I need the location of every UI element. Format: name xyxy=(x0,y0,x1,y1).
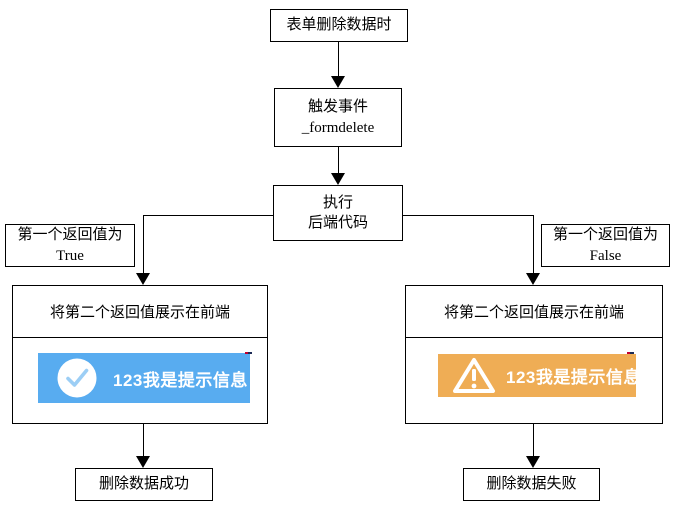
arrowhead-down-icon xyxy=(136,273,150,285)
result-title: 将第二个返回值展示在前端 xyxy=(406,286,662,338)
toast-warning: 123我是提示信息 xyxy=(438,354,640,397)
node-end-success: 删除数据成功 xyxy=(75,468,213,501)
arrowhead-down-icon xyxy=(136,456,150,468)
node-label-line2: _formdelete xyxy=(301,119,375,136)
arrowhead-down-icon xyxy=(331,76,345,88)
node-label: 表单删除数据时 xyxy=(286,17,392,34)
node-condition-false: 第一个返回值为 False xyxy=(541,224,670,267)
condition-label-line1: 第一个返回值为 xyxy=(552,227,658,244)
condition-label-line2: False xyxy=(589,247,622,264)
connector-branch-left-horizontal xyxy=(143,215,273,216)
node-trigger-event: 触发事件 _formdelete xyxy=(274,88,402,147)
arrowhead-down-icon xyxy=(331,173,345,185)
node-label-line1: 触发事件 xyxy=(307,99,368,116)
toast-success: 123我是提示信息 xyxy=(38,353,250,403)
node-end-failure: 删除数据失败 xyxy=(463,468,600,501)
connector-branch-right-vertical xyxy=(533,215,534,275)
toast-message: 123我是提示信息 xyxy=(506,368,641,387)
connector-branch-left-vertical xyxy=(143,215,144,275)
node-execute-backend: 执行 后端代码 xyxy=(273,185,403,241)
condition-label-line2: True xyxy=(56,247,84,264)
connector-left-end xyxy=(143,424,144,458)
node-label-line1: 执行 xyxy=(322,194,353,211)
warning-triangle-icon xyxy=(452,357,496,394)
node-condition-true: 第一个返回值为 True xyxy=(5,224,135,267)
condition-label-line1: 第一个返回值为 xyxy=(17,227,123,244)
connector-right-end xyxy=(533,424,534,458)
toast-message: 123我是提示信息 xyxy=(113,370,248,390)
node-label: 删除数据成功 xyxy=(98,476,189,493)
arrowhead-down-icon xyxy=(526,456,540,468)
toast-corner-mark xyxy=(627,352,634,354)
connector-start-trigger xyxy=(338,42,339,78)
connector-trigger-execute xyxy=(338,147,339,175)
toast-corner-mark xyxy=(245,352,252,354)
check-circle-icon xyxy=(57,358,97,398)
connector-branch-right-horizontal xyxy=(403,215,533,216)
node-form-delete-start: 表单删除数据时 xyxy=(270,9,408,42)
node-label: 删除数据失败 xyxy=(486,476,577,493)
node-label-line2: 后端代码 xyxy=(307,215,368,231)
result-title: 将第二个返回值展示在前端 xyxy=(13,286,267,338)
arrowhead-down-icon xyxy=(526,273,540,285)
